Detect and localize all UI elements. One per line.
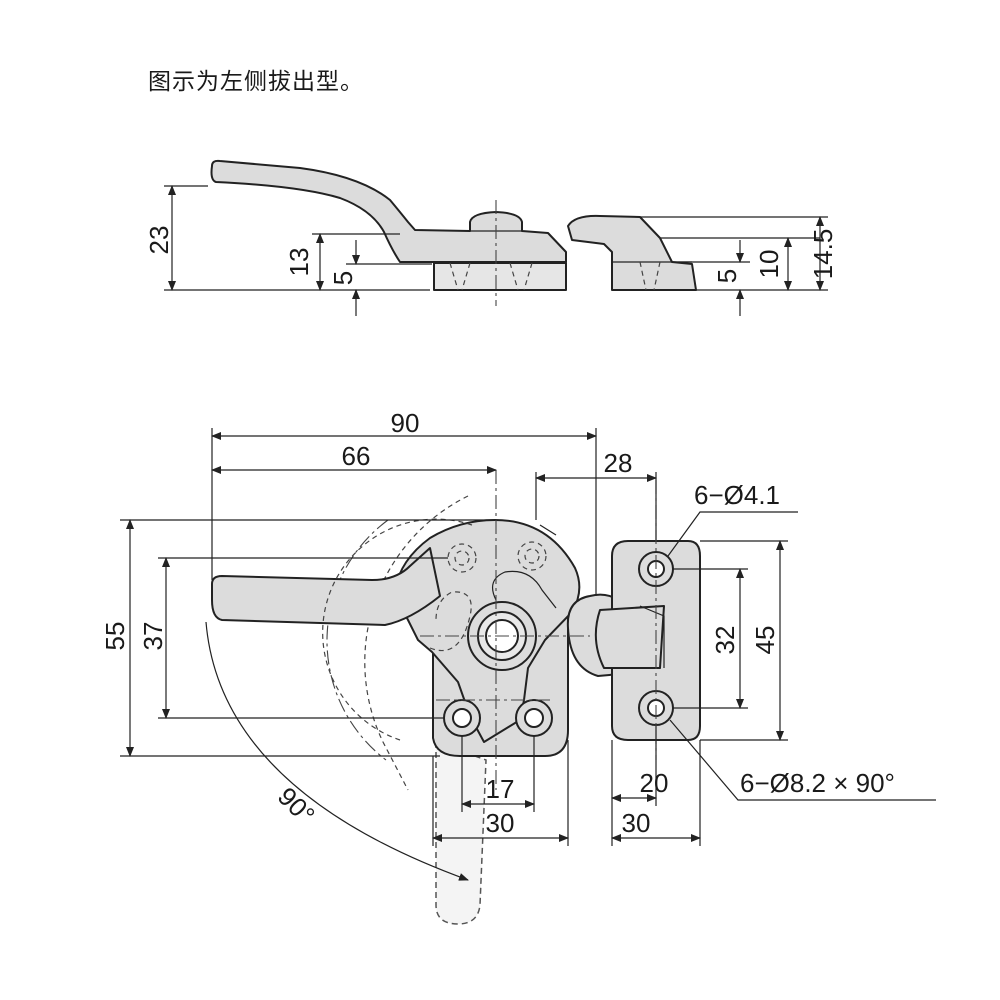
- top-view: 90 66 28 55 37 32 45 17 30 20 30 90°: [100, 408, 936, 925]
- dim-base-width: 30: [486, 808, 515, 838]
- handle-rotated-ghost: [435, 740, 487, 925]
- dim-height-handle: 13: [284, 248, 314, 277]
- dim-keeper-height: 10: [754, 250, 784, 279]
- dim-base-left: 5: [328, 271, 358, 285]
- side-view: 23 13 5 5 10 14.5: [144, 159, 838, 316]
- handle-arm: [211, 547, 441, 626]
- base-hole-left: [443, 699, 481, 737]
- dim-base-hole-pitch: 17: [486, 774, 515, 804]
- dim-handle-to-pivot: 66: [342, 441, 371, 471]
- base-hole-right: [515, 699, 553, 737]
- dim-keeper-hole-x: 20: [640, 768, 669, 798]
- side-handle: [210, 159, 567, 263]
- figure-caption: 图示为左侧拔出型。: [148, 69, 364, 95]
- callout-small-holes: 6−Ø4.1: [694, 480, 780, 510]
- dim-keeper-height-top: 45: [750, 626, 780, 655]
- side-base: [433, 262, 567, 291]
- dim-handle-height: 37: [138, 622, 168, 651]
- side-keeper: [567, 214, 697, 291]
- dim-keeper-hole-pitch: 32: [710, 626, 740, 655]
- dim-swing-angle: 90°: [272, 781, 321, 830]
- dim-pivot-to-keeper: 28: [604, 448, 633, 478]
- dim-keeper-width: 30: [622, 808, 651, 838]
- dim-base-right: 5: [712, 269, 742, 283]
- dim-overall-length: 90: [391, 408, 420, 438]
- dim-height-total: 23: [144, 226, 174, 255]
- callout-countersunk-holes: 6−Ø8.2 × 90°: [740, 768, 895, 798]
- dim-overall-height: 55: [100, 622, 130, 651]
- dim-keeper-total: 14.5: [808, 229, 838, 280]
